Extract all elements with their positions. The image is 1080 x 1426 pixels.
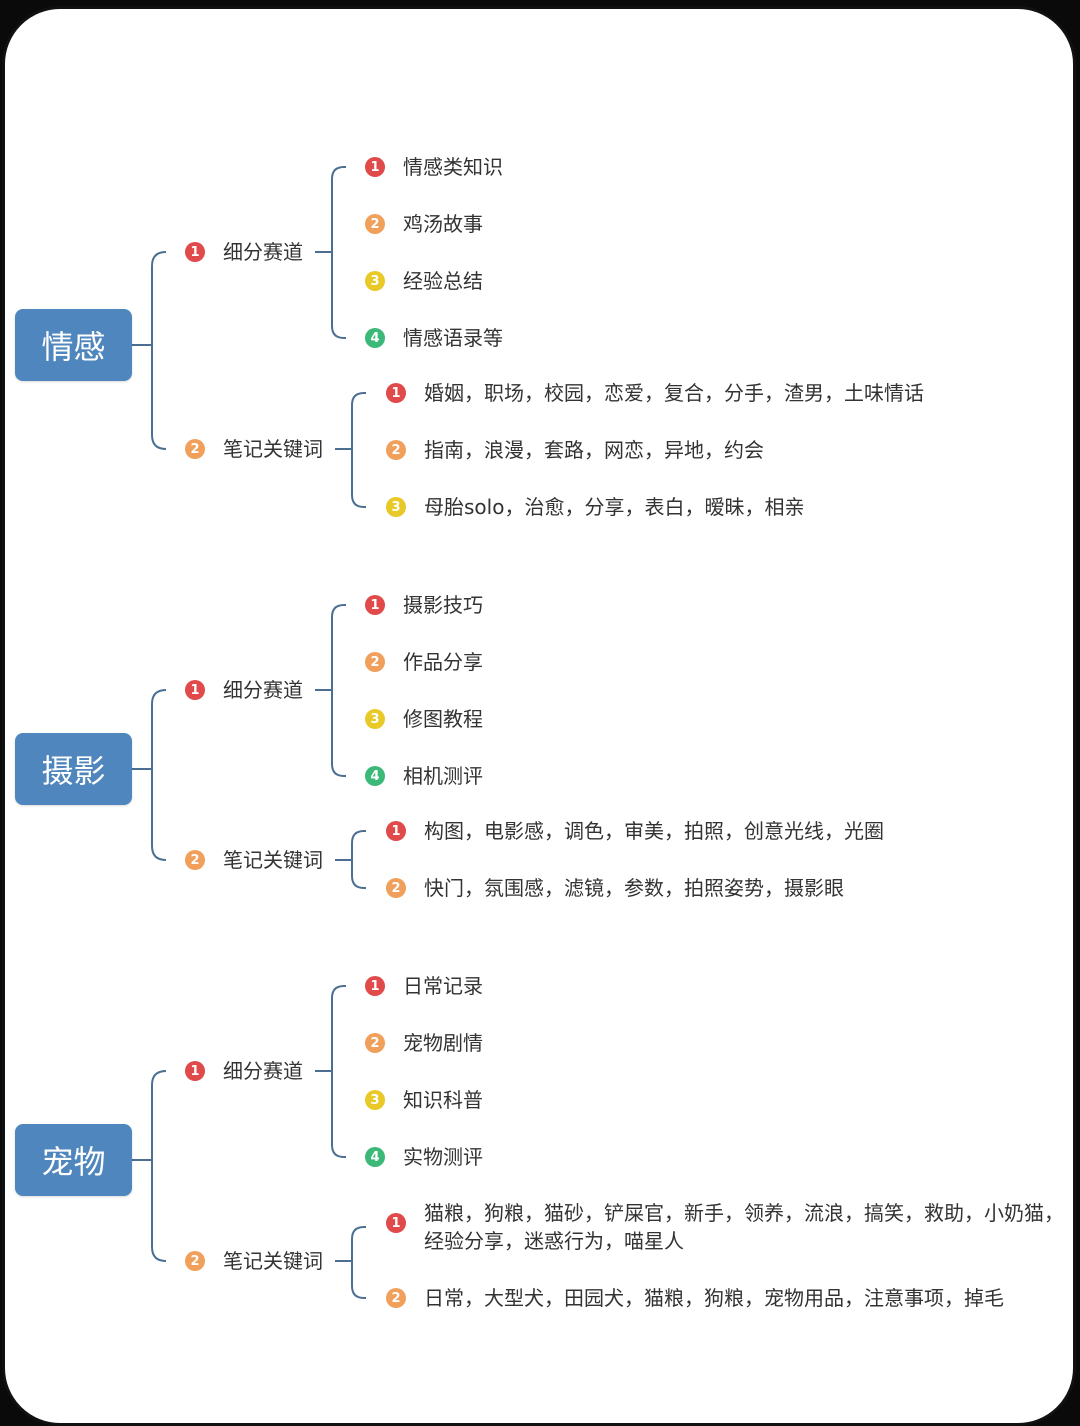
mindmap-card: 情感 1 细分赛道 1 情感类知识 2 鸡汤故事 3 经验总结 4 情感语录等 2 笔记关键词 1 婚姻，职… <box>2 6 1076 1426</box>
leaf-node: 1 构图，电影感，调色，审美，拍照，创意光线，光圈 <box>386 816 884 846</box>
branch-bracket <box>331 604 346 777</box>
branch-bracket <box>351 1226 366 1299</box>
number-badge-2: 2 <box>386 440 406 460</box>
number-badge-3: 3 <box>365 709 385 729</box>
number-badge-1: 1 <box>185 1061 205 1081</box>
branch-bracket <box>351 830 366 889</box>
branch-bracket <box>331 985 346 1158</box>
branch-node: 1 细分赛道 <box>185 237 303 267</box>
leaf-node: 3 经验总结 <box>365 266 483 296</box>
number-badge-3: 3 <box>386 497 406 517</box>
number-badge-1: 1 <box>386 383 406 403</box>
leaf-node-label: 摄影技巧 <box>403 593 483 617</box>
number-badge-1: 1 <box>365 595 385 615</box>
leaf-node-label: 日常，大型犬，田园犬，猫粮，狗粮，宠物用品，注意事项，掉毛 <box>424 1286 1004 1310</box>
leaf-node: 3 修图教程 <box>365 704 483 734</box>
number-badge-1: 1 <box>386 1213 406 1233</box>
leaf-node: 4 情感语录等 <box>365 323 503 353</box>
number-badge-1: 1 <box>365 157 385 177</box>
root-bracket <box>151 1070 167 1262</box>
leaf-node-label: 母胎solo，治愈，分享，表白，暧昧，相亲 <box>424 495 805 519</box>
leaf-node: 4 实物测评 <box>365 1142 483 1172</box>
leaf-node-label: 鸡汤故事 <box>403 212 483 236</box>
leaf-node-label: 构图，电影感，调色，审美，拍照，创意光线，光圈 <box>424 819 884 843</box>
leaf-node-label: 猫粮，狗粮，猫砂，铲屎官，新手，领养，流浪，搞笑，救助，小奶猫，经验分享，迷惑行… <box>424 1201 1064 1253</box>
leaf-node-label: 情感语录等 <box>403 326 503 350</box>
branch-bracket <box>351 392 366 508</box>
number-badge-1: 1 <box>185 680 205 700</box>
number-badge-3: 3 <box>365 1090 385 1110</box>
branch-node: 1 细分赛道 <box>185 1056 303 1086</box>
number-badge-1: 1 <box>365 976 385 996</box>
number-badge-2: 2 <box>386 878 406 898</box>
leaf-node: 1 婚姻，职场，校园，恋爱，复合，分手，渣男，土味情话 <box>386 378 924 408</box>
branch-bracket <box>331 166 346 339</box>
leaf-node: 4 相机测评 <box>365 761 483 791</box>
branch-node-label: 细分赛道 <box>223 1059 303 1083</box>
number-badge-1: 1 <box>185 242 205 262</box>
number-badge-4: 4 <box>365 766 385 786</box>
leaf-node-label: 快门，氛围感，滤镜，参数，拍照姿势，摄影眼 <box>424 876 844 900</box>
leaf-node-label: 修图教程 <box>403 707 483 731</box>
number-badge-2: 2 <box>365 1033 385 1053</box>
leaf-node: 2 快门，氛围感，滤镜，参数，拍照姿势，摄影眼 <box>386 873 844 903</box>
leaf-node: 3 母胎solo，治愈，分享，表白，暧昧，相亲 <box>386 492 804 522</box>
number-badge-2: 2 <box>185 850 205 870</box>
number-badge-1: 1 <box>386 821 406 841</box>
mindmap-stage: 情感 1 细分赛道 1 情感类知识 2 鸡汤故事 3 经验总结 4 情感语录等 2 笔记关键词 1 婚姻，职… <box>5 9 1073 1392</box>
root-node: 宠物 <box>15 1124 132 1196</box>
leaf-node: 1 猫粮，狗粮，猫砂，铲屎官，新手，领养，流浪，搞笑，救助，小奶猫，经验分享，迷惑… <box>386 1199 1069 1255</box>
number-badge-2: 2 <box>365 652 385 672</box>
leaf-node-label: 知识科普 <box>403 1088 483 1112</box>
leaf-node: 2 作品分享 <box>365 647 483 677</box>
leaf-node-label: 宠物剧情 <box>403 1031 483 1055</box>
leaf-node: 3 知识科普 <box>365 1085 483 1115</box>
branch-node: 2 笔记关键词 <box>185 1246 323 1276</box>
number-badge-4: 4 <box>365 1147 385 1167</box>
branch-node: 2 笔记关键词 <box>185 845 323 875</box>
leaf-node: 2 宠物剧情 <box>365 1028 483 1058</box>
connector-lines <box>132 166 366 1299</box>
branch-node-label: 细分赛道 <box>223 678 303 702</box>
leaf-node: 2 鸡汤故事 <box>365 209 483 239</box>
number-badge-3: 3 <box>365 271 385 291</box>
number-badge-2: 2 <box>386 1288 406 1308</box>
leaf-node: 1 情感类知识 <box>365 152 503 182</box>
leaf-node-label: 情感类知识 <box>403 155 503 179</box>
branch-node-label: 笔记关键词 <box>223 1249 323 1273</box>
leaf-node: 2 日常，大型犬，田园犬，猫粮，狗粮，宠物用品，注意事项，掉毛 <box>386 1283 1004 1313</box>
leaf-node-label: 相机测评 <box>403 764 483 788</box>
leaf-node-label: 指南，浪漫，套路，网恋，异地，约会 <box>424 438 764 462</box>
leaf-node-label: 实物测评 <box>403 1145 483 1169</box>
branch-node-label: 细分赛道 <box>223 240 303 264</box>
number-badge-4: 4 <box>365 328 385 348</box>
leaf-node-label: 经验总结 <box>403 269 483 293</box>
leaf-node-label: 婚姻，职场，校园，恋爱，复合，分手，渣男，土味情话 <box>424 381 924 405</box>
branch-node-label: 笔记关键词 <box>223 437 323 461</box>
leaf-node: 1 摄影技巧 <box>365 590 483 620</box>
leaf-node: 1 日常记录 <box>365 971 483 1001</box>
root-bracket <box>151 689 167 861</box>
branch-node-label: 笔记关键词 <box>223 848 323 872</box>
root-bracket <box>151 251 167 450</box>
branch-node: 2 笔记关键词 <box>185 434 323 464</box>
leaf-node-label: 作品分享 <box>403 650 483 674</box>
leaf-node: 2 指南，浪漫，套路，网恋，异地，约会 <box>386 435 764 465</box>
number-badge-2: 2 <box>365 214 385 234</box>
number-badge-2: 2 <box>185 1251 205 1271</box>
leaf-node-label: 日常记录 <box>403 974 483 998</box>
root-node: 情感 <box>15 309 132 381</box>
branch-node: 1 细分赛道 <box>185 675 303 705</box>
number-badge-2: 2 <box>185 439 205 459</box>
root-node: 摄影 <box>15 733 132 805</box>
